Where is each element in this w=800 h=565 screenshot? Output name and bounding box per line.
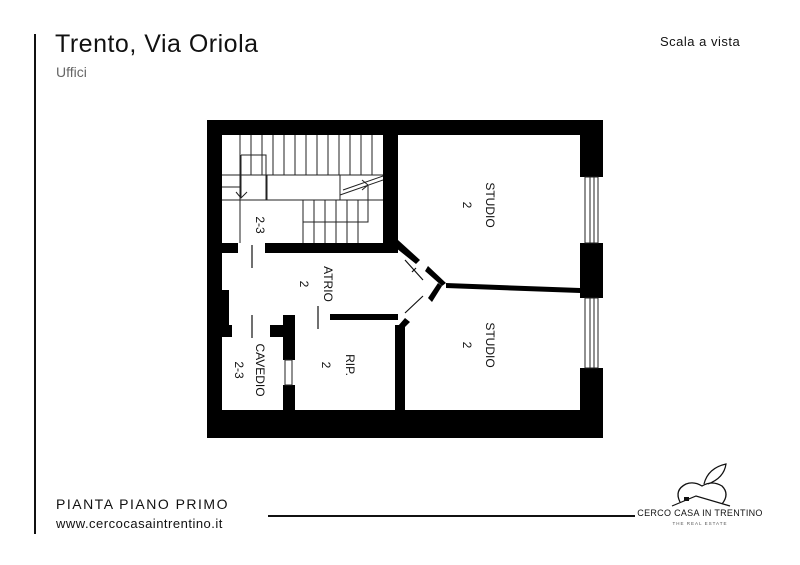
wall-right-3 [580, 368, 603, 418]
wall-stair-bottom [265, 243, 390, 253]
website-link[interactable]: www.cercocasaintrentino.it [56, 516, 223, 531]
wall-left [207, 120, 222, 438]
scale-note: Scala a vista [660, 34, 741, 49]
room-level-atrio: 2 [297, 281, 311, 288]
wall-cavedio-top [207, 325, 232, 337]
wall-diag-3 [428, 283, 442, 302]
room-level-rip: 2 [319, 362, 333, 369]
wall-right-2 [580, 243, 603, 298]
window-studio-1 [584, 176, 599, 244]
wall-right-1 [580, 122, 603, 177]
page-subtitle: Uffici [56, 64, 87, 80]
wall-cavedio-top-right [270, 325, 285, 337]
apple-house-logo-icon [671, 463, 731, 507]
room-label-studio-1: STUDIO [483, 182, 497, 227]
wall-stair-right [383, 135, 398, 253]
wall-left-thick [207, 290, 229, 326]
wall-bottom [207, 410, 603, 438]
room-label-cavedio: CAVEDIO [253, 343, 267, 396]
page-title: Trento, Via Oriola [55, 30, 259, 58]
wall-rip-right [395, 325, 405, 413]
stairs [222, 135, 384, 243]
room-level-studio-1: 2 [460, 202, 474, 209]
left-divider-line [34, 34, 36, 534]
room-level-cavedio: 2-3 [232, 361, 246, 379]
plan-title: PIANTA PIANO PRIMO [56, 496, 229, 512]
logo-tagline: THE REAL ESTATE [672, 521, 728, 526]
room-level-studio-2: 2 [460, 342, 474, 349]
wall-studio-divider [446, 283, 580, 293]
wall-stair-bottom-left [222, 243, 238, 253]
wall-rip-left-1 [283, 315, 295, 360]
company-logo: CERCO CASA IN TRENTINO THE REAL ESTATE [630, 462, 770, 532]
window-studio-2 [584, 297, 599, 369]
wall-diag-1 [396, 240, 420, 264]
room-label-rip: RIP. [343, 354, 357, 376]
wall-rip-left-2 [283, 385, 295, 413]
wall-diag-2 [425, 266, 446, 286]
room-label-studio-2: STUDIO [483, 322, 497, 367]
wall-rip-top [330, 314, 398, 320]
window-cavedio [284, 359, 293, 386]
footer-divider-line [268, 515, 635, 517]
door-marks [251, 245, 424, 338]
logo-name: CERCO CASA IN TRENTINO [637, 508, 763, 518]
wall-top [207, 120, 603, 135]
room-label-atrio: ATRIO [321, 266, 335, 302]
room-level-stairwell: 2-3 [253, 216, 267, 234]
walls [207, 120, 603, 438]
windows [284, 176, 599, 386]
